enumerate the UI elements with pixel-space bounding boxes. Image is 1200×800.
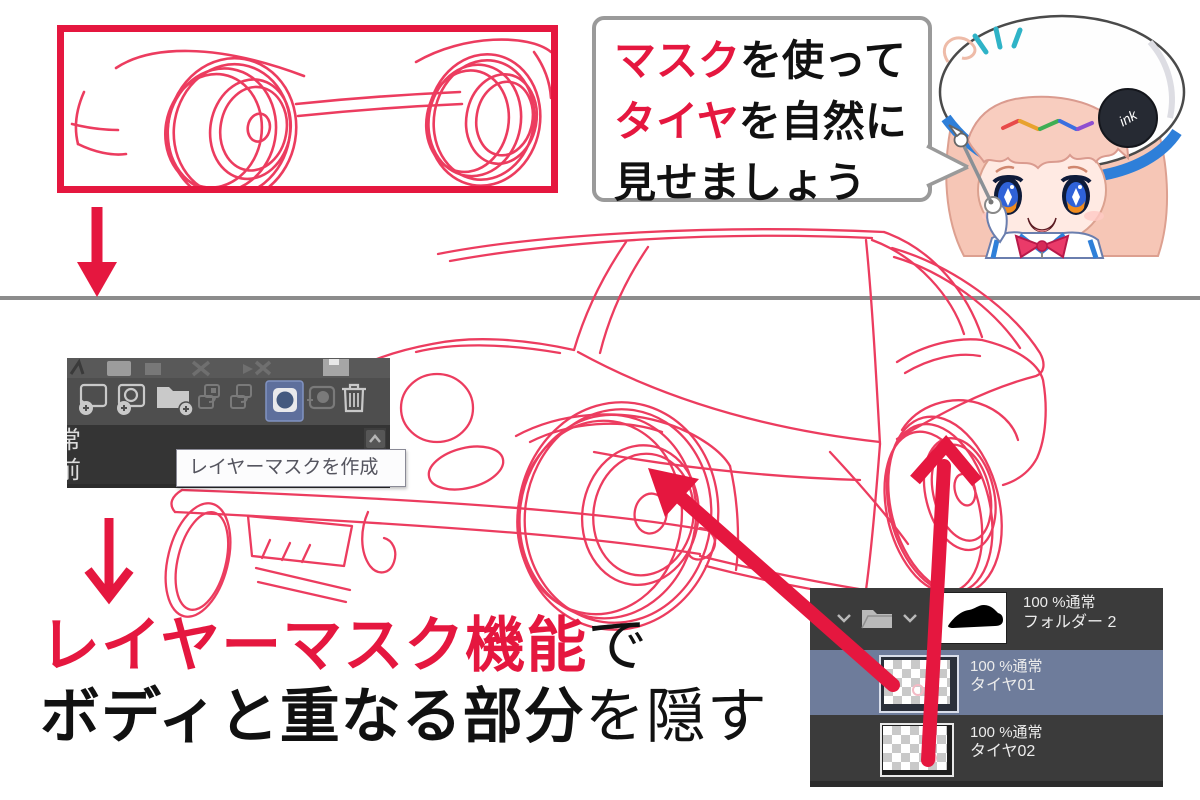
layer-thumbnail-selected[interactable] — [879, 655, 959, 713]
scrollbar-up-button[interactable] — [366, 430, 385, 448]
caption-text: レイヤーマスク機能で ボディと重なる部分を隠す — [40, 610, 768, 752]
layer-mask-thumbnail[interactable] — [940, 592, 1007, 644]
bow-ribbon — [1014, 234, 1070, 259]
partial-layer-label-bottom: 前 — [67, 457, 81, 484]
caption-line1-highlight: レイヤーマスク機能 — [40, 612, 588, 679]
tires-closeup-drawing — [70, 38, 553, 204]
ahoge-hair-curl — [942, 36, 977, 63]
rainbow-streak — [1001, 119, 1094, 131]
mascot-character: ink — [938, 14, 1186, 259]
caption-line2-emphasis: ボディと重なる部分 — [40, 683, 585, 750]
create-layer-mask-icon[interactable] — [265, 380, 304, 422]
glove-hand — [984, 196, 1002, 214]
horizontal-divider — [0, 296, 1200, 300]
layer-row-tire01[interactable]: 100 %通常 タイヤ01 — [810, 650, 1163, 715]
transfer-to-lower-layer-icon[interactable] — [198, 384, 220, 409]
pointer-stick — [961, 143, 993, 203]
mascot-mouth — [1027, 217, 1057, 233]
chevron-up-icon — [369, 434, 381, 443]
layer-opacity-mode: 100 %通常 — [970, 724, 1043, 741]
partial-layer-label-top: 常 — [67, 427, 81, 454]
bubble-line2-highlight: タイヤ — [614, 98, 739, 145]
folder-name[interactable]: フォルダー 2 — [1023, 614, 1117, 631]
pointer-hand-tip — [948, 124, 969, 148]
new-raster-layer-icon[interactable] — [79, 383, 108, 415]
speech-bubble — [592, 16, 969, 202]
bubble-line3: 見せましょう — [614, 159, 867, 206]
delete-layer-icon[interactable] — [342, 383, 366, 413]
layer-command-bar — [67, 378, 390, 425]
layer-thumbnail[interactable] — [880, 723, 954, 777]
chevron-down-icon[interactable] — [836, 613, 852, 623]
emphasis-marks — [972, 26, 1023, 55]
bubble-line1-highlight: マスク — [614, 37, 741, 84]
layers-panel-screenshot: 100 %通常 フォルダー 2 100 %通常 タイヤ01 100 %通常 タイ… — [810, 588, 1163, 787]
headphone-icon — [1098, 88, 1158, 148]
mascot-bangs — [966, 95, 1130, 170]
layer-name[interactable]: タイヤ01 — [970, 677, 1036, 694]
layer-name[interactable]: タイヤ02 — [970, 743, 1036, 760]
layer-opacity-mode: 100 %通常 — [970, 658, 1043, 675]
layer-row-tire02[interactable]: 100 %通常 タイヤ02 — [810, 715, 1163, 781]
new-folder-icon[interactable] — [157, 387, 194, 417]
tires-closeup-box — [57, 25, 558, 204]
folder-opacity-mode: 100 %通常 — [1023, 594, 1096, 611]
bubble-line1-rest: を使って — [740, 37, 906, 84]
create-layer-mask-tooltip: レイヤーマスクを作成 — [176, 449, 406, 487]
caption-line1-rest: で — [587, 612, 649, 679]
apply-mask-to-layer-icon[interactable] — [307, 385, 336, 410]
chevron-down-icon[interactable] — [902, 613, 918, 623]
folder-icon — [861, 610, 892, 629]
bubble-line2-rest: を自然に — [738, 98, 907, 145]
speech-bubble-text: マスクを使って タイヤを自然に 見せましょう — [614, 30, 924, 213]
caption-line2-rest: を隠す — [584, 683, 768, 750]
merge-to-lower-layer-icon[interactable] — [230, 384, 252, 409]
layer-row-folder[interactable]: 100 %通常 フォルダー 2 — [810, 588, 1163, 650]
mascot-eyes — [992, 175, 1092, 215]
new-layer-icon[interactable] — [117, 383, 146, 415]
